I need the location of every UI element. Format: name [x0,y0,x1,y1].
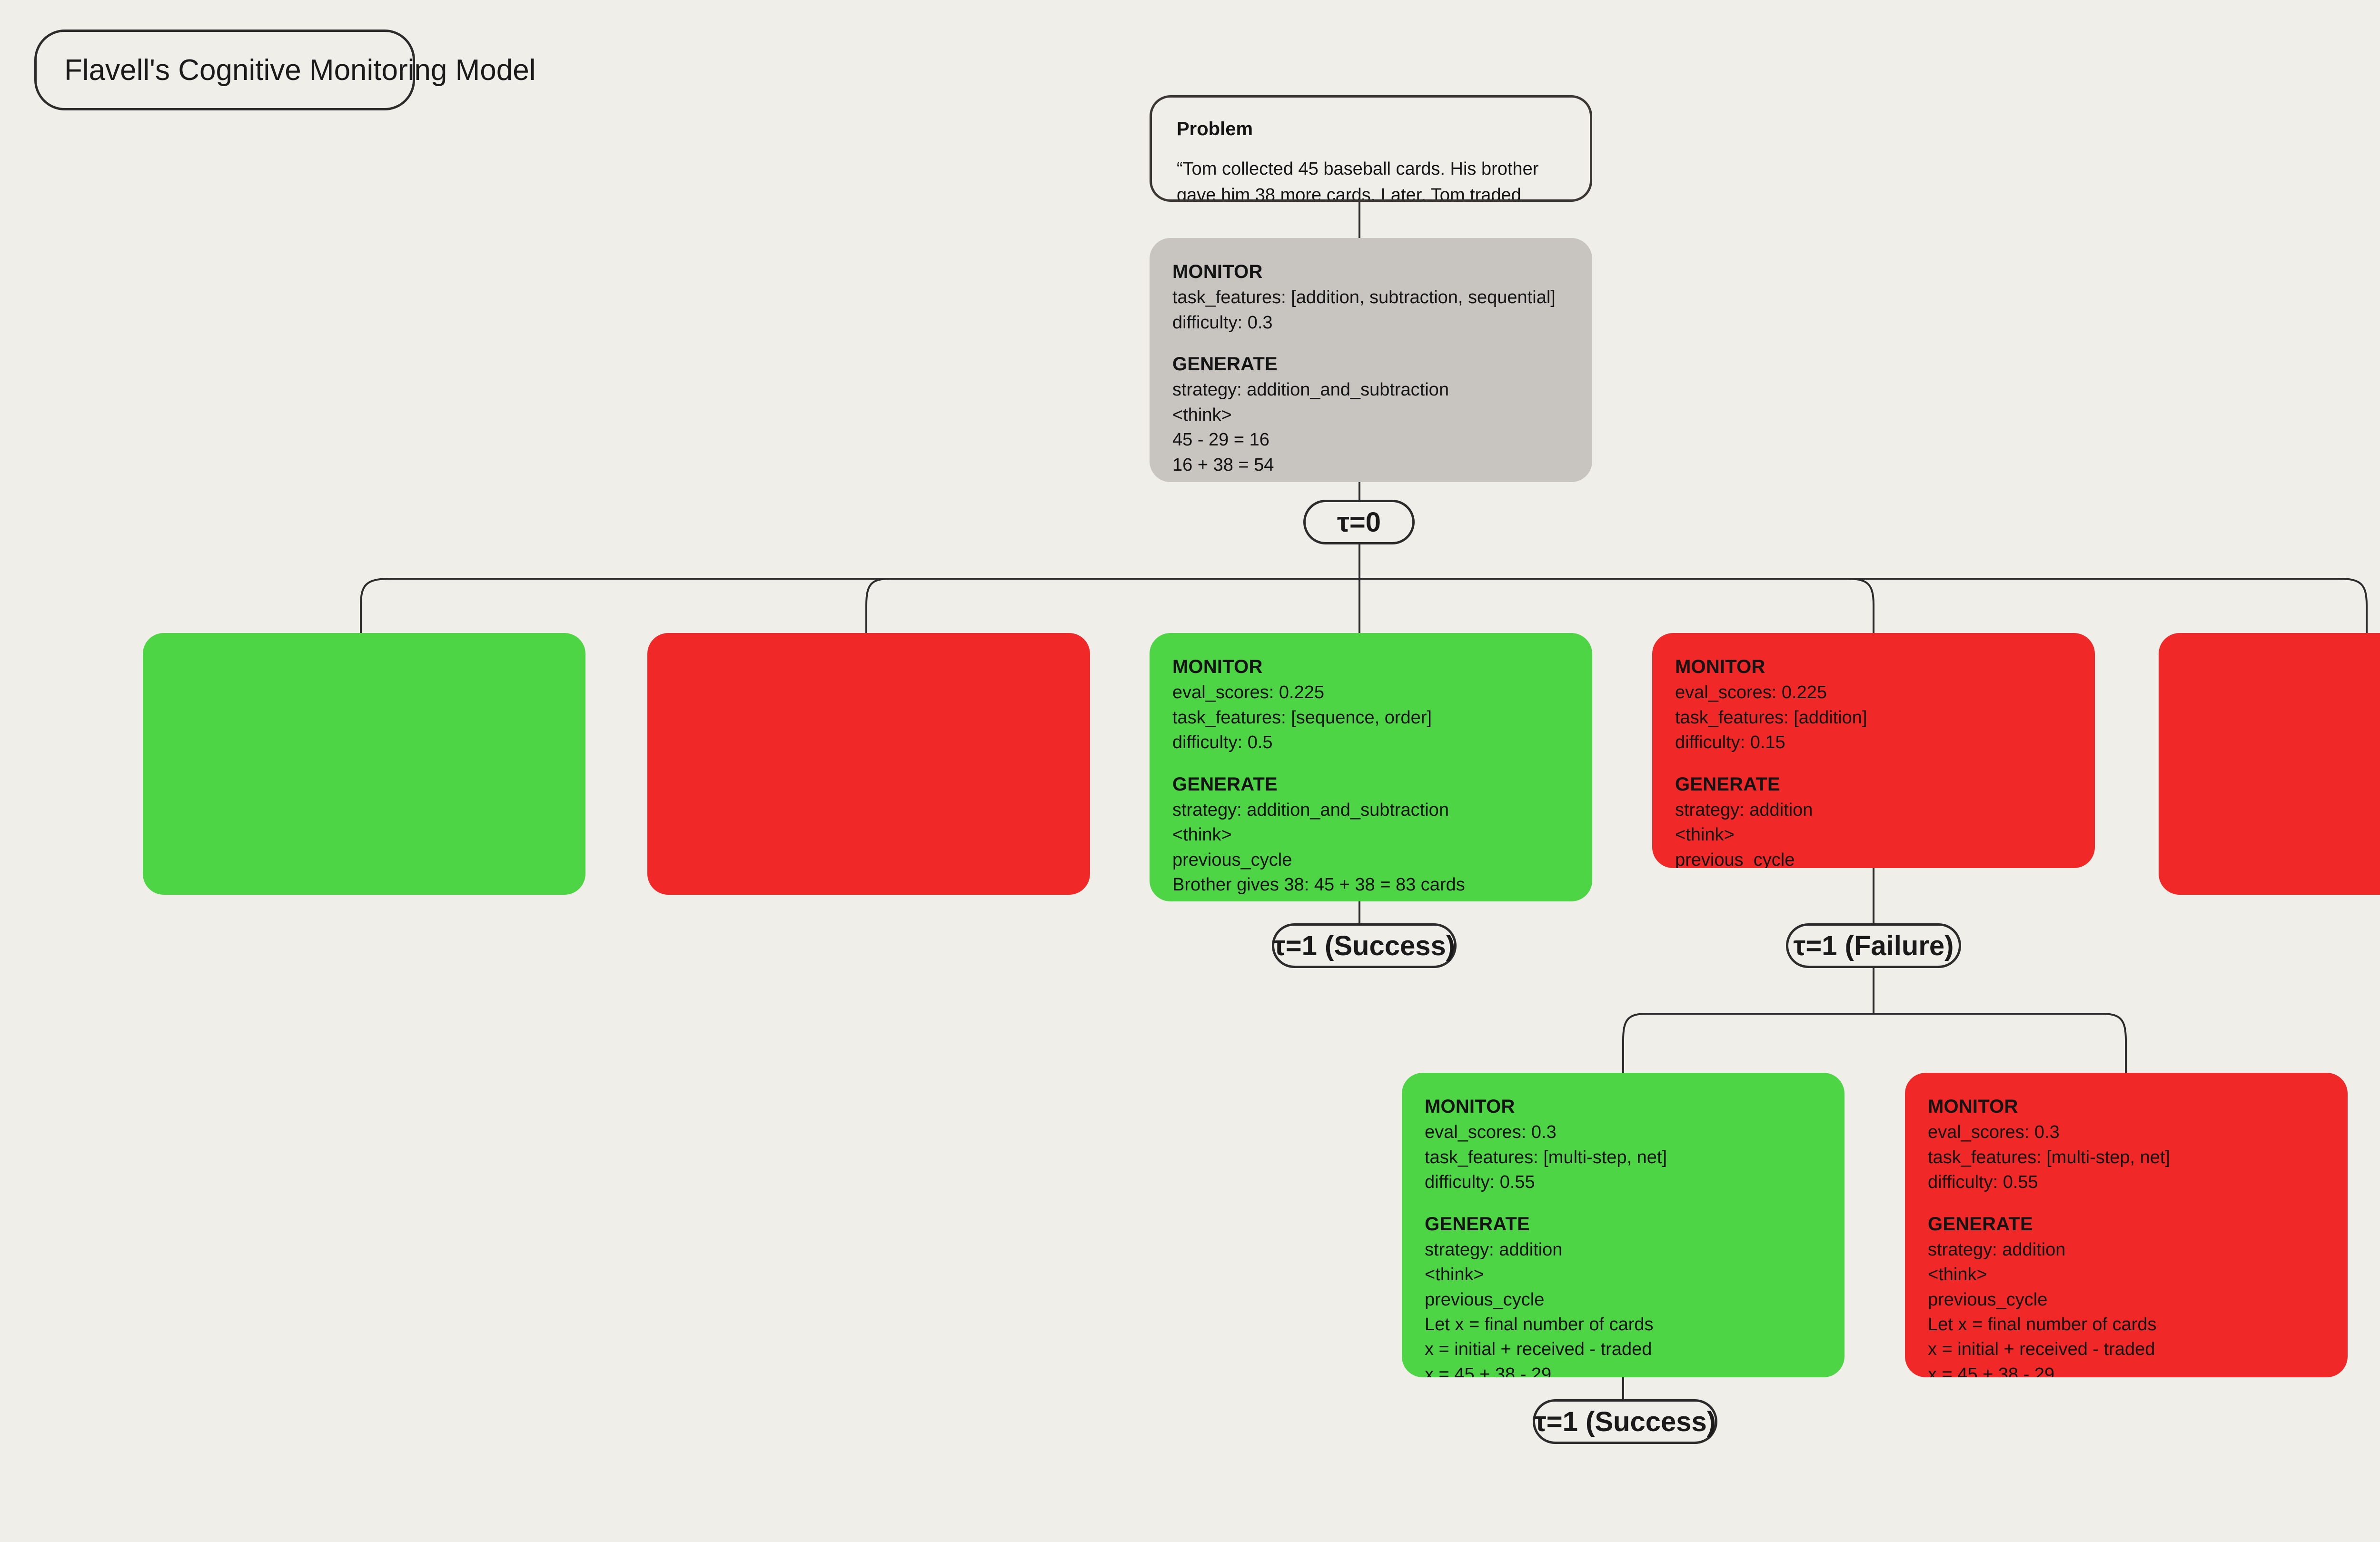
cycle0-card: MONITOR task_features: [addition, subtra… [1150,238,1592,482]
cycle0-monitor-line: task_features: [addition, subtraction, s… [1172,287,1556,308]
branch-d-monitor-label: MONITOR [1675,656,1765,677]
branch-d-card: MONITOR eval_scores: 0.225 task_features… [1652,633,2095,868]
tau1-success-bottom-pill: τ=1 (Success) [1533,1399,1717,1444]
branch-c-generate-line: Trades away 29: 83 - 29 = 54 cards [1172,897,1569,901]
row2-left-generate-line: strategy: addition [1425,1239,1563,1260]
branch-d-monitor-line: task_features: [addition] [1675,707,1867,728]
row2-left-generate-line: x = 45 + 38 - 29 [1425,1364,1552,1377]
branch-d-generate-line: <think> [1675,825,1735,845]
cycle0-monitor-line: difficulty: 0.3 [1172,312,1273,333]
row2-right-generate-line: Let x = final number of cards [1928,1315,2157,1334]
edge-tau1-failure-to-right [1874,1013,2127,1073]
edge-tau0-to-branch-a [360,577,1360,633]
row2-left-generate-label: GENERATE [1425,1213,1530,1235]
row2-right-generate-line: previous_cycle [1928,1289,2048,1310]
branch-d-monitor-line: eval_scores: 0.225 [1675,682,1827,703]
row2-right-generate-line: x = 45 + 38 - 29 [1928,1364,2055,1377]
branch-d-monitor-line: difficulty: 0.15 [1675,732,1785,753]
branch-e-card [2159,633,2380,895]
tau0-pill: τ=0 [1303,500,1415,544]
branch-c-monitor-label: MONITOR [1172,656,1263,677]
tau0-label: τ=0 [1337,506,1381,538]
page-title: Flavell's Cognitive Monitoring Model [64,53,536,87]
cycle0-generate-label: GENERATE [1172,354,1278,375]
branch-d-generate-line: strategy: addition [1675,800,1813,820]
row2-right-generate-line: <think> [1928,1265,1987,1285]
row2-right-monitor-line: difficulty: 0.55 [1928,1172,2038,1193]
branch-b-card [647,633,1090,895]
tau1-success-label: τ=1 (Success) [1273,930,1456,961]
branch-c-generate-line: previous_cycle [1172,850,1292,870]
branch-c-monitor-line: difficulty: 0.5 [1172,732,1273,753]
branch-d-generate-label: GENERATE [1675,773,1780,795]
edge-tau1-failure-to-left [1622,1013,1874,1073]
branch-c-monitor-line: eval_scores: 0.225 [1172,682,1324,703]
branch-c-generate-line: <think> [1172,825,1232,845]
edge-tau0-to-branch-b [865,577,1360,633]
branch-c-generate-label: GENERATE [1172,773,1278,795]
row2-left-generate-line: x = initial + received - traded [1425,1339,1652,1360]
row2-left-monitor-line: difficulty: 0.55 [1425,1172,1535,1193]
row2-right-generate-label: GENERATE [1928,1213,2033,1235]
row2-right-monitor-label: MONITOR [1928,1096,2018,1117]
row2-left-generate-line: previous_cycle [1425,1289,1545,1310]
branch-c-generate-line: strategy: addition_and_subtraction [1172,800,1449,820]
problem-text: “Tom collected 45 baseball cards. His br… [1177,159,1539,202]
cycle0-generate-line: strategy: addition_and_subtraction [1172,380,1449,400]
edge-tau0-to-branch-e [1359,578,2368,633]
branch-c-monitor-line: task_features: [sequence, order] [1172,707,1432,728]
cycle0-generate-line: 45 - 29 = 16 [1172,430,1269,450]
row2-left-generate-line: <think> [1425,1265,1484,1285]
cycle0-generate-line: <think> [1172,405,1232,425]
row2-left-monitor-line: eval_scores: 0.3 [1425,1122,1557,1143]
row2-left-monitor-label: MONITOR [1425,1096,1515,1117]
tau1-failure-label: τ=1 (Failure) [1793,930,1954,961]
branch-a-card [143,633,585,895]
row2-left-monitor-line: task_features: [multi-step, net] [1425,1147,1667,1167]
tau1-success-pill: τ=1 (Success) [1272,923,1457,968]
cycle0-generate-line: </think> [1172,477,1569,482]
branch-d-generate-line: previous_cycle [1675,850,1795,868]
tau1-success-bottom-label: τ=1 (Success) [1534,1406,1716,1437]
row2-right-card: MONITOR eval_scores: 0.3 task_features: … [1905,1073,2348,1377]
diagram-title-pill: Flavell's Cognitive Monitoring Model [34,30,536,110]
row2-left-card: MONITOR eval_scores: 0.3 task_features: … [1402,1073,1844,1377]
row2-right-monitor-line: eval_scores: 0.3 [1928,1122,2060,1143]
problem-card: Problem “Tom collected 45 baseball cards… [1150,95,1592,202]
cycle0-monitor-label: MONITOR [1172,261,1263,282]
row2-left-generate-line: Let x = final number of cards [1425,1315,1654,1334]
cycle0-generate-line: 16 + 38 = 54 [1172,455,1274,475]
tau1-failure-pill: τ=1 (Failure) [1786,923,1961,968]
row2-right-generate-line: strategy: addition [1928,1239,2066,1260]
row2-right-generate-line: x = initial + received - traded [1928,1339,2155,1360]
branch-c-card: MONITOR eval_scores: 0.225 task_features… [1150,633,1592,901]
branch-c-generate-line: Brother gives 38: 45 + 38 = 83 cards [1172,875,1465,895]
edge-tau0-to-branch-d [1359,578,1874,633]
problem-heading: Problem [1177,119,1253,139]
row2-right-monitor-line: task_features: [multi-step, net] [1928,1147,2171,1167]
